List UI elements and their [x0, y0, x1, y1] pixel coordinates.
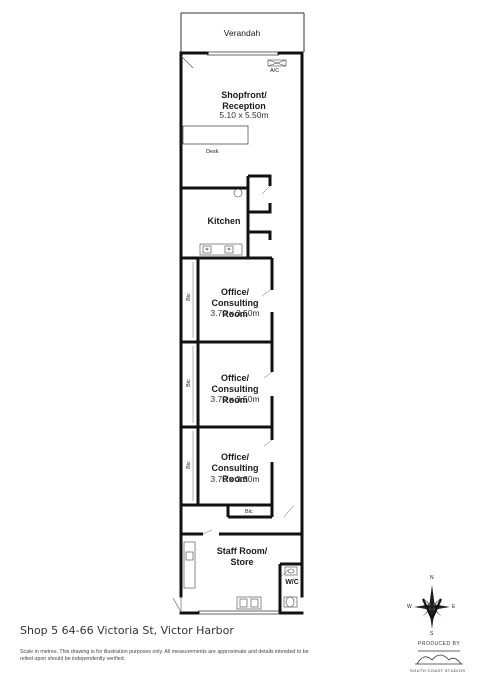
office1-bic-label: Bic [186, 293, 192, 301]
office3-title: Office/ Consulting Room [211, 452, 259, 484]
hall-bic-label: Bic [245, 509, 253, 515]
rear-window [198, 610, 280, 615]
wc-title: W/C [285, 579, 299, 586]
disclaimer-text: Scale in metres. This drawing is for ill… [20, 649, 309, 662]
staff-room-title: Staff Room/ Store [216, 546, 268, 567]
compass-east: E [452, 604, 456, 610]
compass-north: N [430, 575, 434, 581]
office3-dimensions: 3.70 x 3.30m [210, 474, 260, 484]
office1-dimensions: 3.70 x 3.50m [210, 308, 260, 318]
desk-label: Desk [206, 149, 219, 155]
verandah-label: Verandah [223, 28, 261, 38]
reception-desk [182, 125, 249, 145]
interior-door-swings [202, 185, 295, 579]
studio-logo-icon [415, 650, 463, 665]
ac-unit [267, 59, 287, 67]
property-address: Shop 5 64-66 Victoria St, Victor Harbor [20, 624, 234, 637]
staff-kitchenette [183, 541, 262, 610]
studio-name: SOUTH COAST STUDIOS [410, 668, 466, 673]
door-swings [172, 55, 194, 613]
produced-by-label: PRODUCED BY [418, 641, 461, 647]
shopfront-title: Shopfront/ Reception [221, 90, 267, 111]
compass-south: S [430, 631, 434, 637]
wc-fixtures [283, 566, 298, 608]
office2-title: Office/ Consulting Room [211, 373, 259, 405]
compass-west: W [407, 604, 412, 610]
office1-title: Office/ Consulting Room [211, 287, 259, 319]
verandah-outline [180, 12, 305, 52]
compass-rose-icon [414, 585, 450, 629]
shopfront-dimensions: 5.10 x 5.50m [219, 110, 269, 120]
kitchen-fixtures [199, 188, 243, 256]
office3-bic-label: Bic [186, 461, 192, 469]
ac-label: A/C [270, 68, 280, 74]
interior-walls [181, 174, 302, 613]
kitchen-title: Kitchen [207, 216, 241, 226]
office2-dimensions: 3.70 x 3.50m [210, 394, 260, 404]
office2-bic-label: Bic [186, 379, 192, 387]
front-window [207, 51, 279, 56]
